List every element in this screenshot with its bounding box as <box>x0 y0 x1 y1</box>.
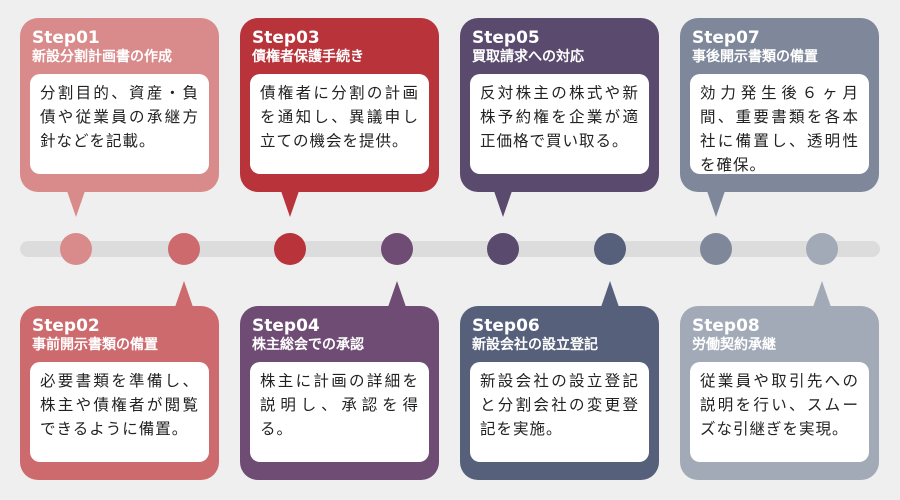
step07-card: Step07 事後開示書類の備置 効力発生後６ヶ月間、重要書類を各本社に備置し、… <box>680 18 879 192</box>
step06-title: 新設会社の設立登記 <box>472 337 598 353</box>
step08-title: 労働契約承継 <box>692 337 776 353</box>
step06-description: 新設会社の設立登記と分割会社の変更登記を実施。 <box>470 362 649 462</box>
timeline-dot-1 <box>60 233 92 265</box>
step01-number: Step01 <box>32 28 100 48</box>
step02-pointer <box>175 281 193 307</box>
step01-pointer <box>67 191 85 217</box>
timeline-dot-6 <box>594 233 626 265</box>
timeline-dot-2 <box>168 233 200 265</box>
step01-title: 新設分割計画書の作成 <box>32 49 172 65</box>
step01-card: Step01 新設分割計画書の作成 分割目的、資産・負債や従業員の承継方針などを… <box>20 18 219 192</box>
timeline-dot-7 <box>700 233 732 265</box>
step06-pointer <box>601 281 619 307</box>
step02-description: 必要書類を準備し、株主や債権者が閲覧できるように備置。 <box>30 362 209 462</box>
step07-title: 事後開示書類の備置 <box>692 49 818 65</box>
step06-card: Step06 新設会社の設立登記 新設会社の設立登記と分割会社の変更登記を実施。 <box>460 306 659 480</box>
step05-card: Step05 買取請求への対応 反対株主の株式や新株予約権を企業が適正価格で買い… <box>460 18 659 192</box>
timeline-track <box>20 241 880 257</box>
step03-pointer <box>281 191 299 217</box>
step04-pointer <box>388 281 406 307</box>
step03-card: Step03 債権者保護手続き 債権者に分割の計画を通知し、異議申し立ての機会を… <box>240 18 439 192</box>
step02-number: Step02 <box>32 316 100 336</box>
step07-number: Step07 <box>692 28 760 48</box>
step04-number: Step04 <box>252 316 320 336</box>
step04-description: 株主に計画の詳細を説明し、承認を得る。 <box>250 362 429 462</box>
step08-card: Step08 労働契約承継 従業員や取引先への説明を行い、スムーズな引継ぎを実現… <box>680 306 879 480</box>
step05-number: Step05 <box>472 28 540 48</box>
step06-number: Step06 <box>472 316 540 336</box>
step01-description: 分割目的、資産・負債や従業員の承継方針などを記載。 <box>30 74 209 174</box>
step03-title: 債権者保護手続き <box>252 49 364 65</box>
step02-card: Step02 事前開示書類の備置 必要書類を準備し、株主や債権者が閲覧できるよう… <box>20 306 219 480</box>
step03-description: 債権者に分割の計画を通知し、異議申し立ての機会を提供。 <box>250 74 429 174</box>
step07-pointer <box>707 191 725 217</box>
step02-title: 事前開示書類の備置 <box>32 337 158 353</box>
timeline-dot-8 <box>806 233 838 265</box>
step04-title: 株主総会での承認 <box>252 337 364 353</box>
step04-card: Step04 株主総会での承認 株主に計画の詳細を説明し、承認を得る。 <box>240 306 439 480</box>
timeline-dot-4 <box>381 233 413 265</box>
timeline-dot-3 <box>274 233 306 265</box>
step05-title: 買取請求への対応 <box>472 49 584 65</box>
step03-number: Step03 <box>252 28 320 48</box>
step07-description: 効力発生後６ヶ月間、重要書類を各本社に備置し、透明性を確保。 <box>690 74 869 174</box>
step05-description: 反対株主の株式や新株予約権を企業が適正価格で買い取る。 <box>470 74 649 174</box>
timeline-dot-5 <box>487 233 519 265</box>
step08-pointer <box>813 281 831 307</box>
step05-pointer <box>494 191 512 217</box>
step08-description: 従業員や取引先への説明を行い、スムーズな引継ぎを実現。 <box>690 362 869 462</box>
step08-number: Step08 <box>692 316 760 336</box>
